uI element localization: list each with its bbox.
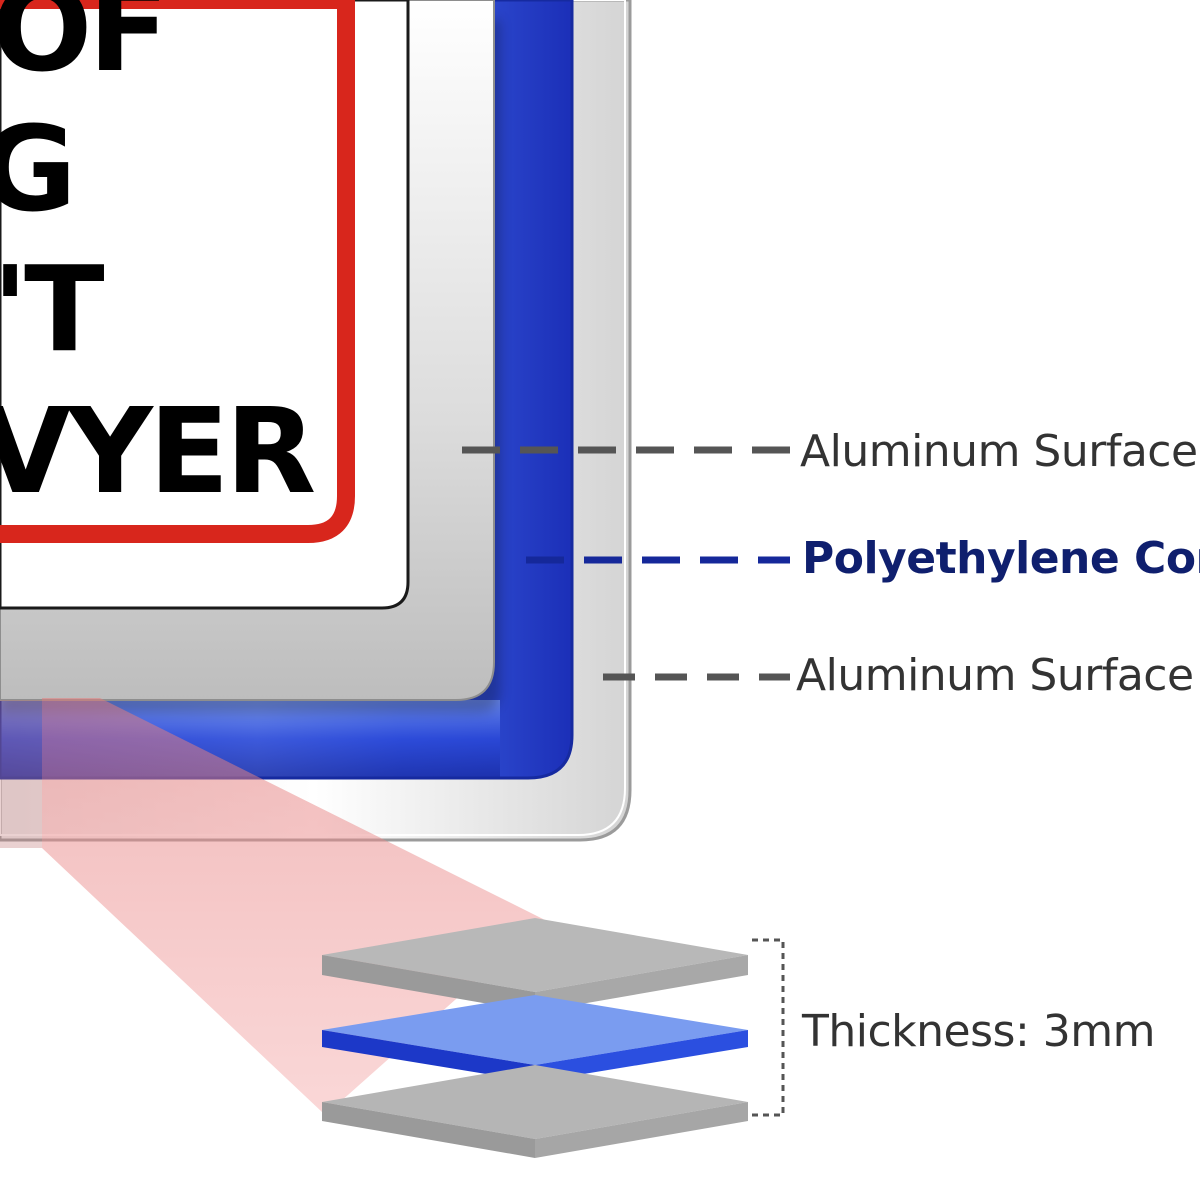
sign-line-2: G [0, 100, 73, 238]
layer-stack [322, 918, 748, 1158]
sign-line-4: VYER [0, 382, 314, 520]
stack-bottom-aluminum [322, 1065, 748, 1158]
label-thickness: Thickness: 3mm [801, 1006, 1155, 1057]
label-aluminum-surface-top: Aluminum Surface [800, 426, 1198, 477]
sign-face: OF G 'T VYER [0, 0, 410, 610]
sign-line-1: OF [0, 0, 165, 98]
stack-blue-core [322, 995, 748, 1082]
label-polyethylene-core: Polyethylene Core [802, 533, 1200, 584]
sign-red-border [0, 0, 355, 543]
projection-beam [0, 698, 545, 1118]
label-aluminum-surface-bottom: Aluminum Surface [796, 650, 1194, 701]
stack-top-aluminum [322, 918, 748, 1012]
thickness-bracket [752, 938, 785, 1117]
sign-line-3: 'T [0, 240, 104, 378]
